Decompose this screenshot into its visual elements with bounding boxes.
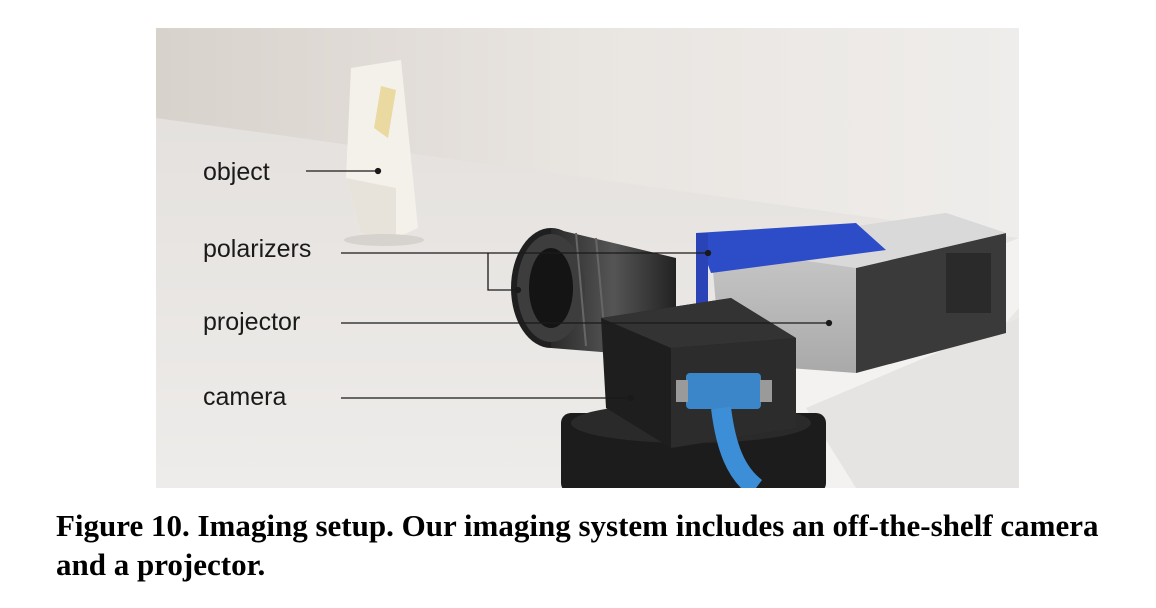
figure-caption: Figure 10. Imaging setup. Our imaging sy… bbox=[56, 508, 1099, 582]
camera-lens bbox=[511, 228, 676, 358]
object-sculpture bbox=[344, 60, 424, 246]
setup-photo bbox=[156, 28, 1019, 488]
label-polarizers: polarizers bbox=[203, 235, 312, 263]
label-camera: camera bbox=[203, 383, 287, 411]
annotation-lines bbox=[306, 167, 833, 402]
label-projector: projector bbox=[203, 308, 301, 336]
label-object: object bbox=[203, 158, 270, 186]
